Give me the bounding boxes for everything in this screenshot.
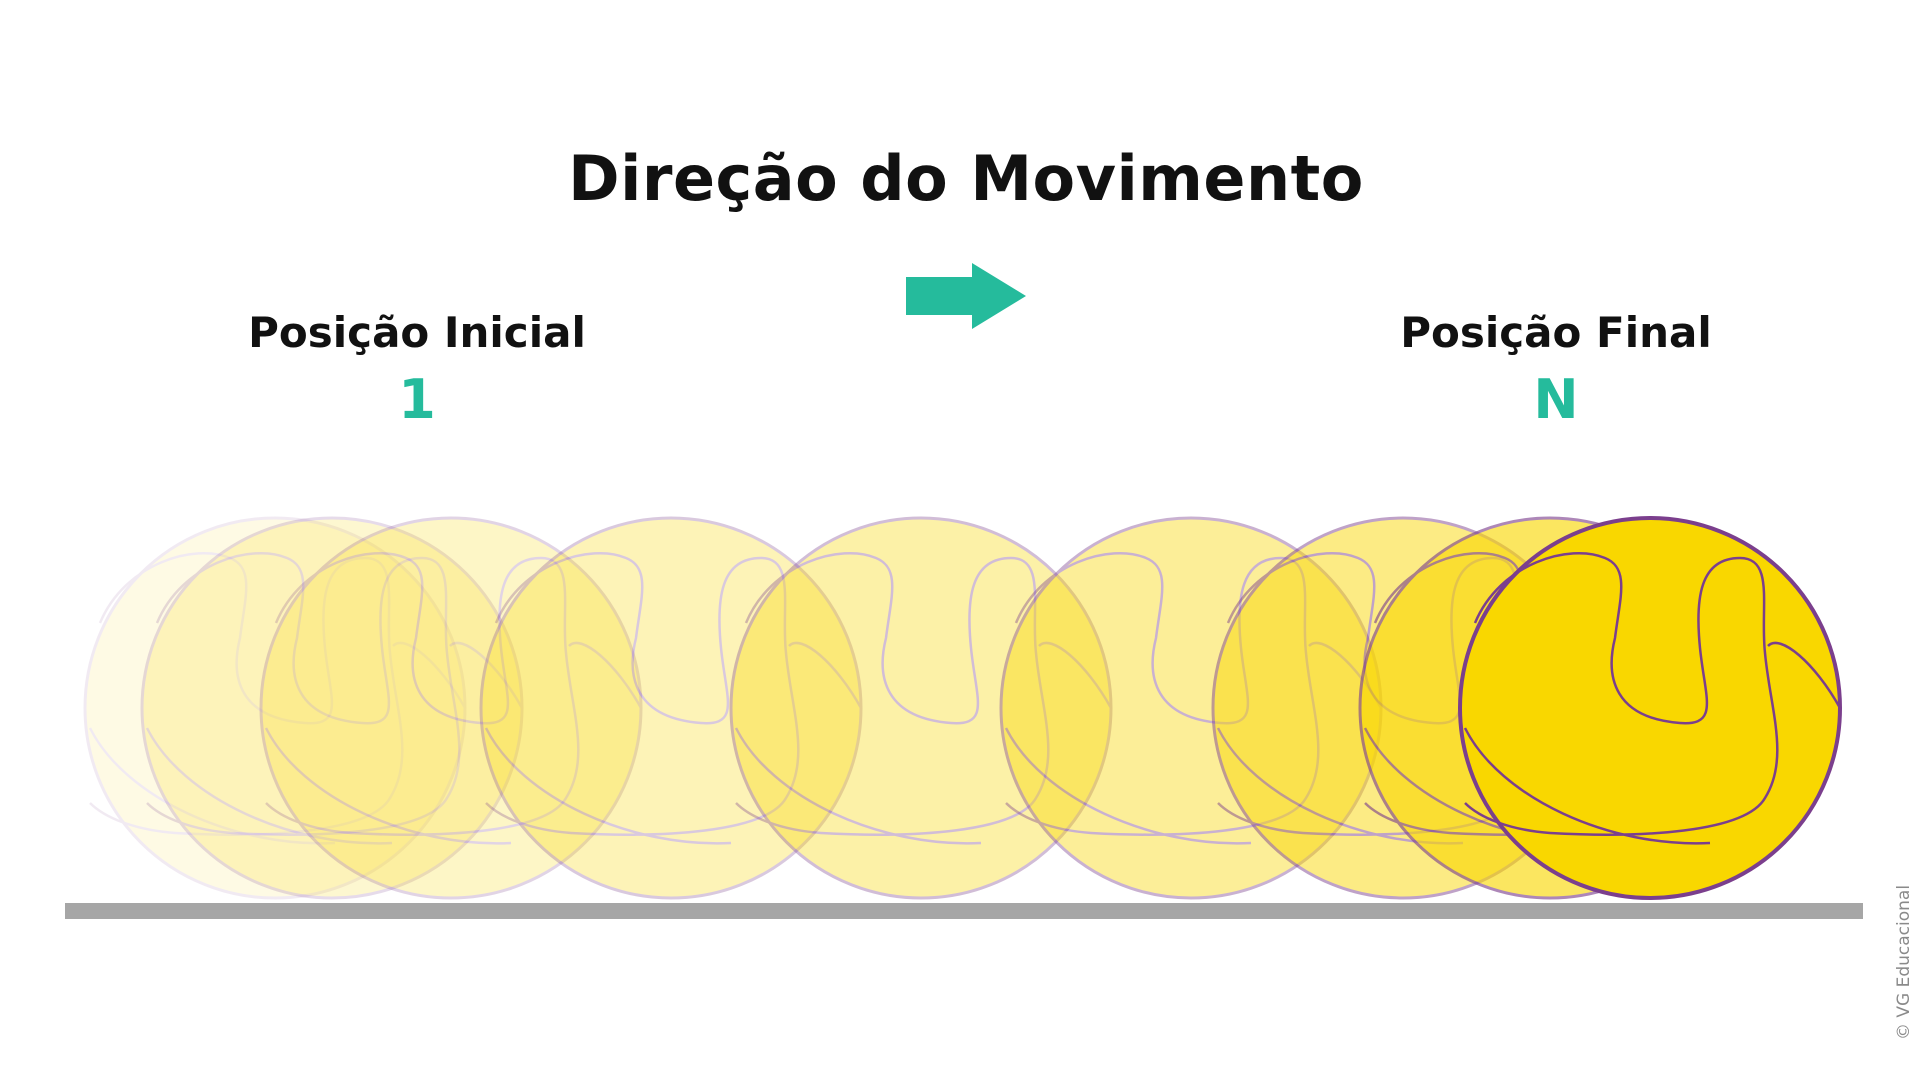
final-position-label: Posição Final <box>1400 308 1712 357</box>
ball-seam <box>484 551 863 845</box>
ball-sequence <box>83 516 1842 900</box>
ball-circle <box>479 516 863 900</box>
initial-position-label: Posição Inicial <box>248 308 586 357</box>
ball-position-6 <box>999 516 1383 900</box>
diagram-title: Direção do Movimento <box>568 142 1364 215</box>
ball-circle <box>259 516 643 900</box>
ball-seam <box>145 551 524 845</box>
ball-position-1 <box>83 516 467 900</box>
ball-circle <box>83 516 467 900</box>
ball-position-9 <box>1458 516 1842 900</box>
right-arrow-icon <box>906 263 1026 329</box>
ball-position-3 <box>259 516 643 900</box>
ball-seam <box>734 551 1113 845</box>
ground-line <box>65 903 1863 919</box>
ball-seam <box>1463 551 1842 845</box>
ball-circle <box>140 516 524 900</box>
ball-position-2 <box>140 516 524 900</box>
ball-circle <box>729 516 1113 900</box>
final-position-number: N <box>1533 368 1579 431</box>
ball-position-4 <box>479 516 863 900</box>
copyright-credit: © VG Educacional <box>1894 884 1914 1040</box>
initial-position-number: 1 <box>398 368 436 431</box>
ball-position-5 <box>729 516 1113 900</box>
ball-seam <box>264 551 643 845</box>
ball-seam <box>88 551 467 845</box>
